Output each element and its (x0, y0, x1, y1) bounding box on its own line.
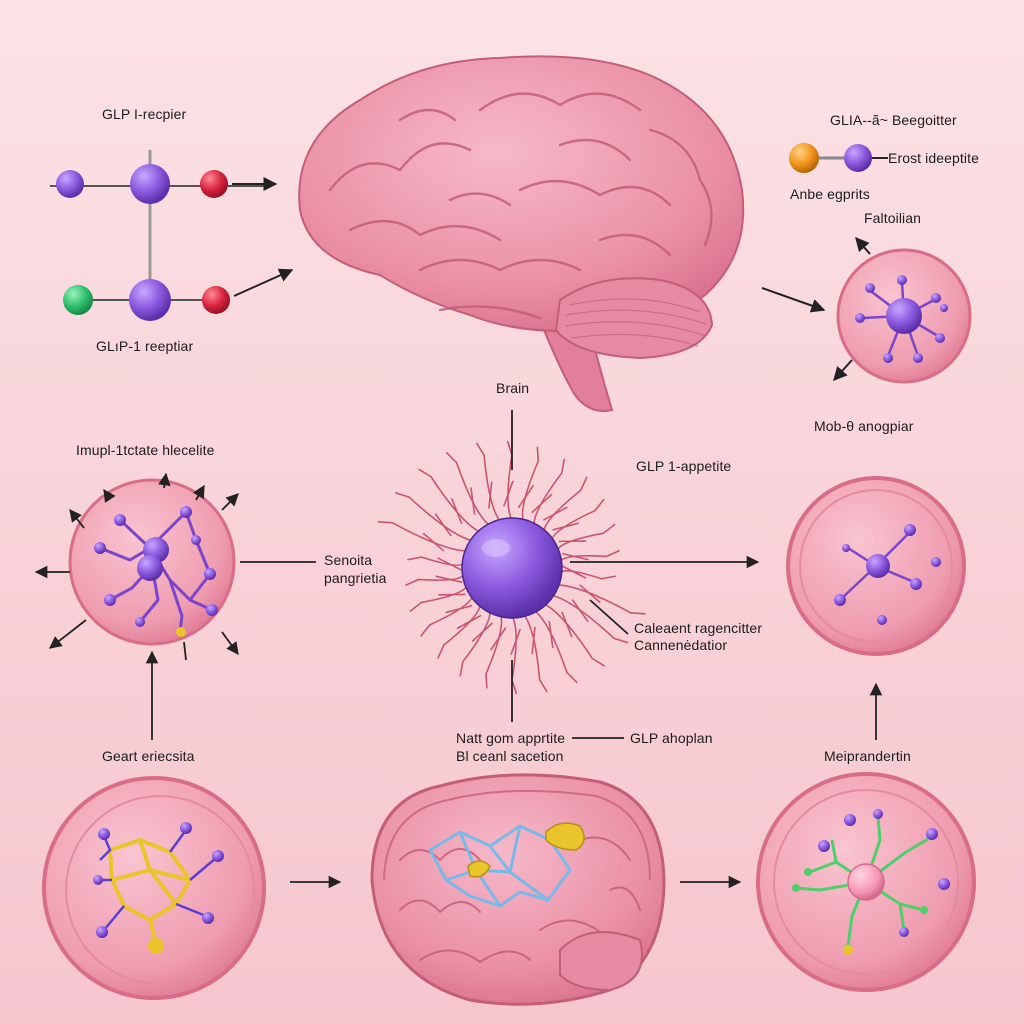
dendrite-branch (602, 523, 616, 534)
dendrite-branch (437, 644, 445, 659)
label-mob-anogpiar: Mob-θ anogpiar (814, 418, 914, 434)
cell-icon (836, 248, 972, 384)
cell-icon (786, 476, 966, 656)
dendrite (391, 521, 468, 552)
dendrite-branch (435, 575, 463, 584)
dendrite-branch (613, 637, 629, 644)
label-glp-beegoitter: GLIA--ã~ Beegoitter (830, 112, 957, 128)
dendrite-branch (418, 468, 432, 478)
dendrite-branch (437, 557, 463, 571)
dendrite-branch (434, 513, 452, 537)
dendrite-branch (409, 601, 423, 612)
dendrite-branch (517, 484, 534, 509)
dendrite-branch (459, 661, 464, 677)
dendrite (533, 609, 568, 674)
brain-icon (298, 55, 745, 412)
arrow-icon (233, 268, 294, 297)
cell-icon (68, 478, 236, 646)
dendrite-branch (571, 599, 589, 623)
label-meiprandertin: Meiprandertin (824, 748, 911, 764)
label-glp-appetite: GLP 1-appetite (636, 458, 732, 474)
label-glp-ahoplan: GLP ahoplan (630, 730, 713, 746)
label-impl-hlecelite: Imupl-1tctate hlecelite (76, 442, 215, 458)
dendrite-branch (420, 624, 431, 637)
receptor-molecule-icon (50, 150, 270, 321)
label-brain: Brain (496, 380, 530, 396)
dendrite-branch (531, 626, 536, 655)
label-gaert-eriecita: Geart eriecsita (102, 748, 195, 764)
label-cannenedatior: Cannenėdatior (634, 637, 728, 653)
dendrite-branch (405, 578, 420, 586)
molecule-icon (789, 143, 888, 173)
label-natt-gom: Natt gom apprtite (456, 730, 566, 746)
label-caleaent: Caleaent ragencitter (634, 620, 763, 636)
dendrite-branch (580, 476, 588, 491)
label-erost-ideeptite: Erost ideeptite (888, 150, 979, 166)
dendrite-branch (456, 614, 482, 629)
dendrite-branch (594, 498, 605, 512)
dendrite-branch (510, 628, 521, 655)
dendrite-branch (407, 556, 423, 561)
dendrite-branch (561, 565, 587, 579)
brain-section-icon (370, 773, 666, 1006)
dendrite-branch (394, 492, 410, 498)
dendrite-branch (476, 442, 485, 457)
arrow-icon (761, 287, 826, 313)
cell-icon (756, 772, 976, 992)
dendrite-branch (472, 622, 493, 642)
dendrite-branch (548, 620, 554, 649)
dendrite-branch (485, 673, 488, 689)
dendrite (483, 454, 502, 523)
dendrite-branch (490, 627, 507, 651)
label-glp-receptor-bottom: GLıP-1 reeptiar (96, 338, 194, 354)
label-pangrietia: pangrietia (324, 570, 387, 586)
dendrite-branch (470, 487, 476, 515)
dendrite-branch (531, 493, 553, 513)
label-senoita: Senoita (324, 552, 373, 568)
label-glp-receptor-top: GLP I-recpier (102, 106, 187, 122)
dendrite-branch (552, 522, 580, 531)
neuron-icon (377, 440, 646, 695)
dendrite-branch (629, 612, 646, 615)
dendrite-branch (562, 552, 590, 561)
dendrite-branch (600, 575, 616, 580)
dendrite-branch (488, 481, 493, 509)
dendrite-branch (560, 458, 565, 475)
dendrite-branch (579, 584, 601, 604)
dendrite-branch (536, 446, 540, 462)
dendrite-branch (445, 451, 458, 464)
cell-icon (42, 776, 266, 1000)
dendrite-branch (451, 498, 463, 524)
label-faltoilian: Faltoilian (864, 210, 922, 226)
arrow-icon (34, 472, 239, 740)
dendrite-branch (422, 532, 445, 552)
dendrite-branch (566, 671, 578, 684)
dendrite-branch (561, 611, 573, 638)
dendrite-branch (538, 678, 548, 693)
dendrite (556, 584, 632, 614)
dendrite-branch (591, 657, 606, 667)
dendrite-branch (605, 549, 620, 558)
dendrite-branch (543, 506, 568, 521)
dendrite-branch (445, 605, 473, 614)
label-bi-ceani: Bl ceanl sacetion (456, 748, 564, 764)
connector-line (589, 599, 629, 635)
dendrite-branch (377, 521, 394, 524)
arrow-icon (855, 236, 871, 255)
dendrite-branch (503, 480, 514, 507)
label-anbe-egpits: Anbe egprits (790, 186, 870, 202)
arrow-icon (833, 359, 853, 382)
dendrite (522, 613, 541, 681)
